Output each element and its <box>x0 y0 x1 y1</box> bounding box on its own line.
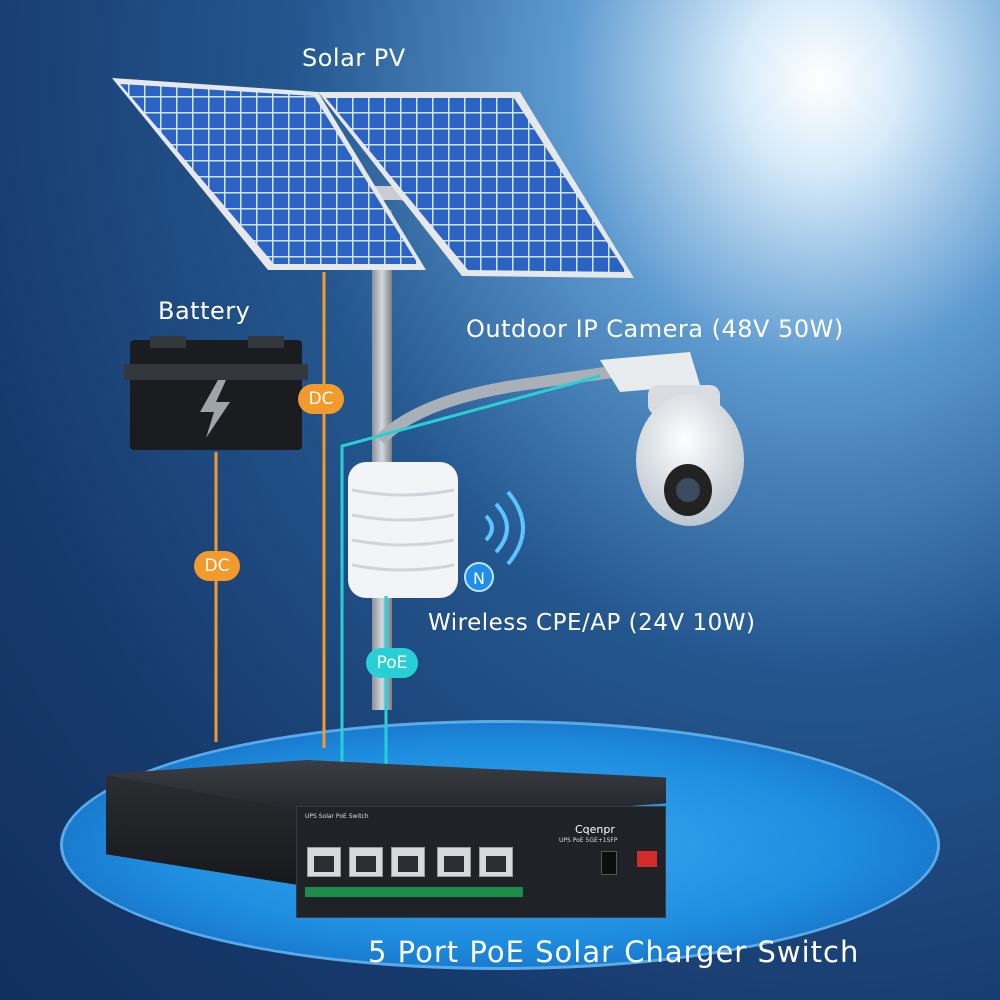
battery-icon <box>124 336 308 450</box>
wireless-ap-device <box>348 462 458 598</box>
model-label: UPS PoE 5GE+1SFP <box>559 837 617 844</box>
port-label-strip <box>305 887 523 897</box>
battery-label: Battery <box>158 297 250 325</box>
ethernet-port-3[interactable] <box>391 847 425 877</box>
ethernet-port-2[interactable] <box>349 847 383 877</box>
ethernet-port-1[interactable] <box>307 847 341 877</box>
solar-pv-label: Solar PV <box>302 44 406 72</box>
dc-badge-solar: DC <box>298 384 344 414</box>
brand-logo: Cqenpr <box>575 823 615 836</box>
ethernet-port-5[interactable] <box>479 847 513 877</box>
n-badge: N <box>464 562 494 592</box>
access-point-label: Wireless CPE/AP (24V 10W) <box>428 610 755 636</box>
dip-switch[interactable] <box>637 851 657 867</box>
switch-front-panel: UPS Solar PoE Switch Cqenpr UPS PoE 5GE+… <box>296 806 666 918</box>
switch-title: 5 Port PoE Solar Charger Switch <box>368 935 859 969</box>
dc-badge-battery: DC <box>194 551 240 581</box>
ip-camera <box>600 352 744 526</box>
pole <box>372 210 392 710</box>
ethernet-port-4[interactable] <box>437 847 471 877</box>
poe-switch: UPS Solar PoE Switch Cqenpr UPS PoE 5GE+… <box>106 760 666 920</box>
poe-badge: PoE <box>366 648 418 678</box>
panel-title: UPS Solar PoE Switch <box>305 813 369 820</box>
wifi-signal-icon <box>486 492 523 564</box>
camera-label: Outdoor IP Camera (48V 50W) <box>466 315 844 343</box>
sfp-port[interactable] <box>601 851 617 875</box>
